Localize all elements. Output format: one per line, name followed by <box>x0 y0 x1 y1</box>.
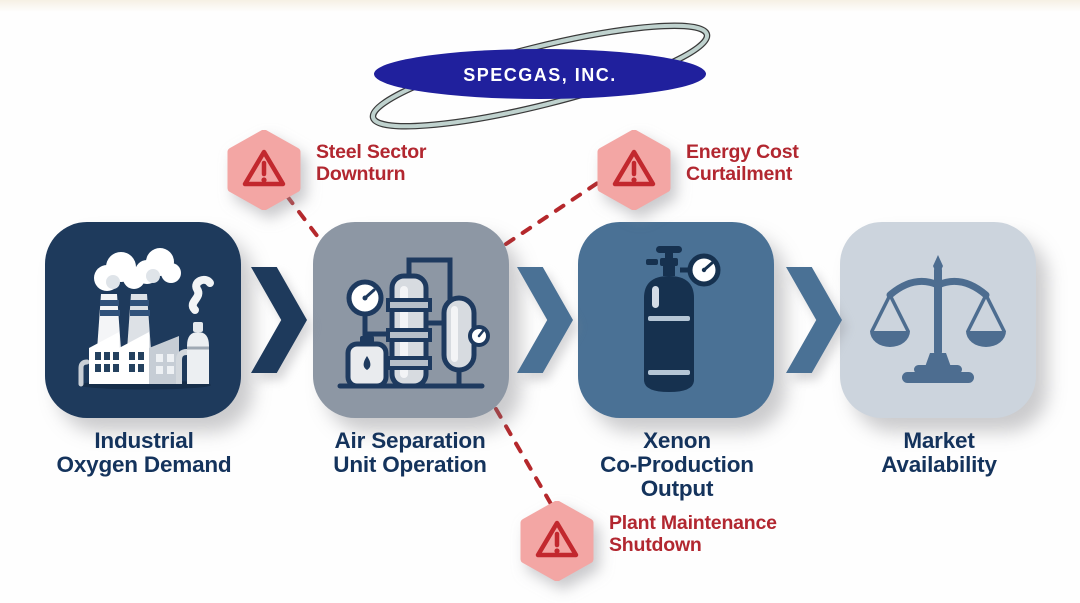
air-separation-unit-icon <box>337 257 490 389</box>
risk-label: Plant Maintenance Shutdown <box>609 512 777 556</box>
logo-ellipse <box>374 49 706 99</box>
chevron-right-icon <box>786 267 842 373</box>
risk-label: Steel Sector Downturn <box>316 141 427 185</box>
step-label-industrial-oxygen-demand: Industrial Oxygen Demand <box>56 428 232 477</box>
step-label-xenon-co-production: Xenon Co-Production Output <box>600 428 754 501</box>
warning-triangle-icon <box>597 130 671 210</box>
top-cream-band <box>0 0 1080 12</box>
factory-icon <box>78 248 214 390</box>
warning-triangle-icon <box>520 501 594 581</box>
risk-badge-plant-maintenance-shutdown: Plant Maintenance Shutdown <box>519 501 777 581</box>
risk-label: Energy Cost Curtailment <box>686 141 799 185</box>
balance-scale-icon <box>870 255 1006 383</box>
orbit-ring-icon <box>369 22 711 130</box>
company-name: SPECGAS, INC. <box>463 65 617 85</box>
step-box-xenon-co-production <box>578 222 774 418</box>
risk-badge-steel-sector-downturn: Steel Sector Downturn <box>226 130 427 210</box>
step-label-air-separation-unit: Air Separation Unit Operation <box>333 428 487 477</box>
gas-cylinder-icon <box>644 246 721 392</box>
step-label-market-availability: Market Availability <box>881 428 997 477</box>
chevron-right-icon <box>517 267 573 373</box>
risk-badge-energy-cost-curtailment: Energy Cost Curtailment <box>596 130 799 210</box>
step-box-air-separation-unit <box>313 222 509 418</box>
step-box-industrial-oxygen-demand <box>45 222 241 418</box>
company-logo: SPECGAS, INC. <box>350 10 730 144</box>
chevron-right-icon <box>251 267 307 373</box>
warning-triangle-icon <box>227 130 301 210</box>
step-box-market-availability <box>840 222 1036 418</box>
